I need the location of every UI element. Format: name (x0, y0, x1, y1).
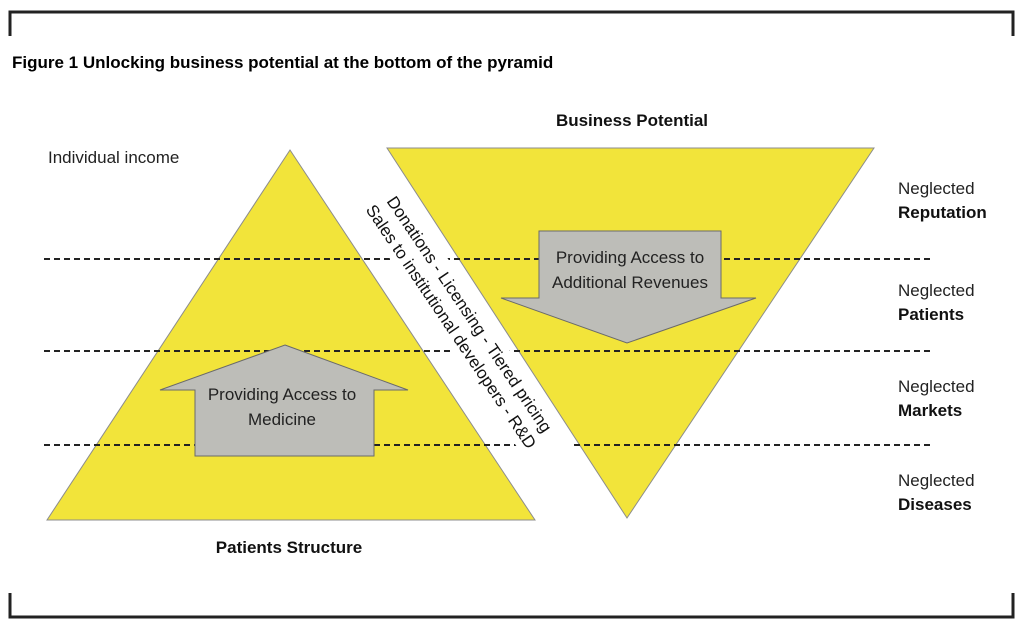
level-reputation-name: Reputation (898, 203, 987, 222)
level-patients-prefix: Neglected (898, 281, 975, 300)
frame-bottom-bracket (8, 593, 1015, 619)
level-markets-prefix: Neglected (898, 377, 975, 396)
down-arrow-text-line-1: Providing Access to (556, 248, 704, 267)
level-reputation-prefix: Neglected (898, 179, 975, 198)
level-diseases-name: Diseases (898, 495, 972, 514)
frame (8, 10, 1015, 619)
diagonal-text-band (337, 153, 584, 488)
left-pyramid (46, 149, 536, 521)
level-diseases-prefix: Neglected (898, 471, 975, 490)
business-potential-label: Business Potential (556, 111, 708, 130)
frame-top-bracket (8, 10, 1015, 36)
down-arrow-text-line-2: Additional Revenues (552, 273, 708, 292)
level-patients-name: Patients (898, 305, 964, 324)
up-arrow-text-line-2: Medicine (248, 410, 316, 429)
patients-structure-label: Patients Structure (216, 538, 362, 557)
level-markets-name: Markets (898, 401, 962, 420)
figure-title: Figure 1 Unlocking business potential at… (12, 53, 553, 72)
individual-income-label: Individual income (48, 148, 179, 167)
down-arrow-access-revenues (500, 230, 757, 344)
level-labels: Neglected Reputation Neglected Patients … (898, 179, 987, 514)
up-arrow-access-medicine (159, 344, 409, 457)
up-arrow-text-line-1: Providing Access to (208, 385, 356, 404)
